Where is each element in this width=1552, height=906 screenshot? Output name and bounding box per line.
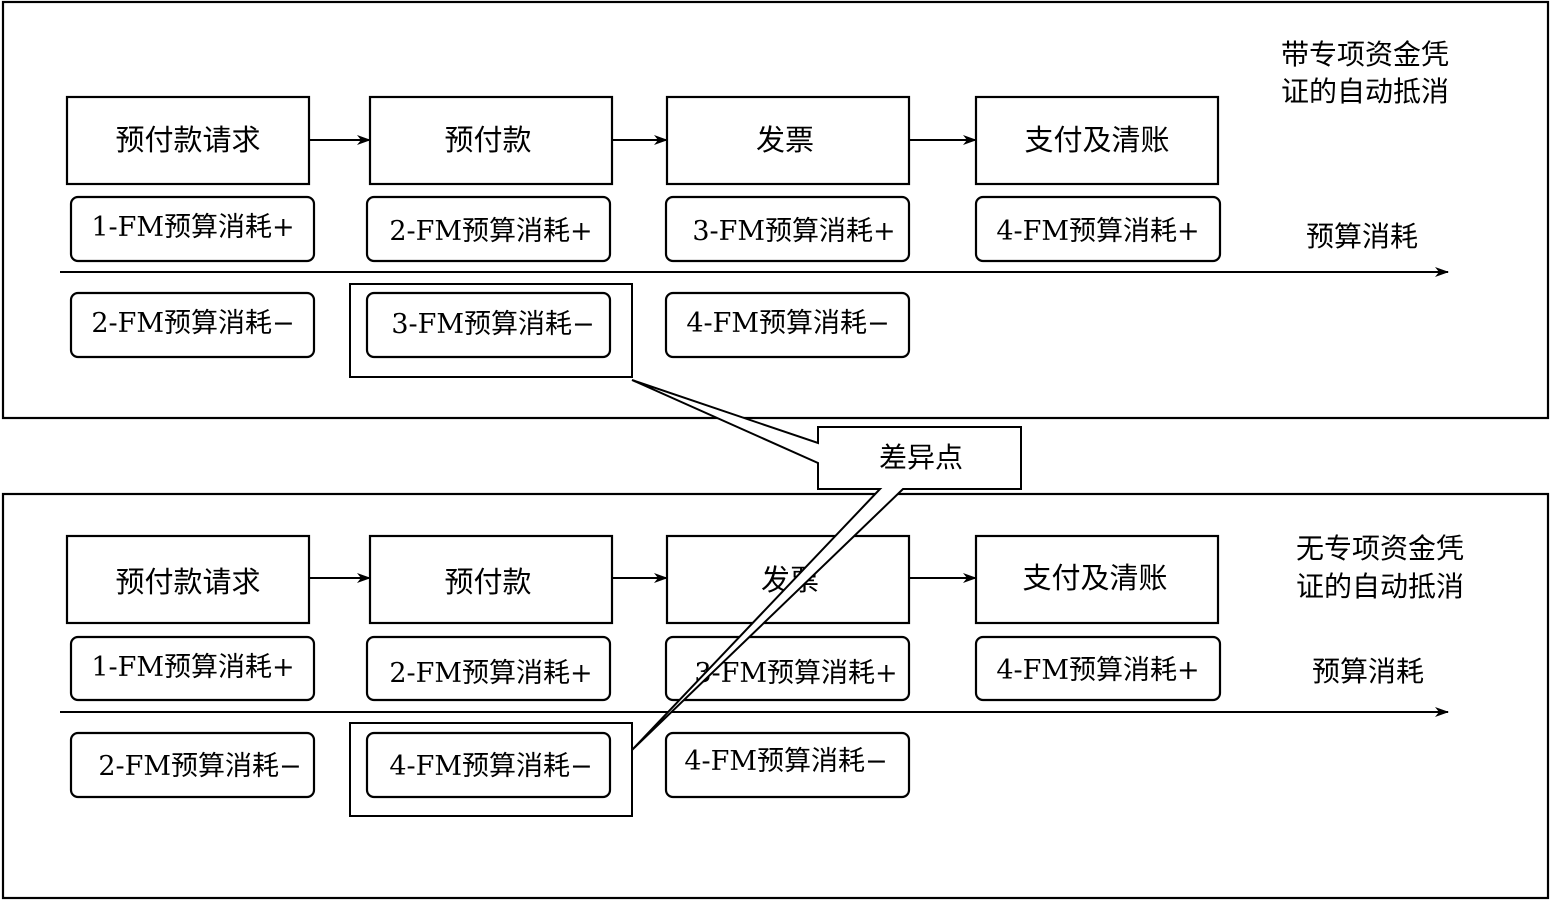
fm-minus-label: 4-FM预算消耗− [686,308,889,339]
process-step-label: 支付及清账 [1022,561,1167,595]
difference-highlight-frame [349,283,633,378]
fm-plus-label: 1-FM预算消耗+ [91,652,294,683]
process-step-label: 支付及清账 [1024,123,1169,157]
process-step: 发票 [665,534,911,625]
difference-highlight-frame [349,722,633,817]
fm-plus-box: 4-FM预算消耗+ [974,195,1222,263]
callout-label: 差异点 [879,441,963,474]
fm-plus-box: 4-FM预算消耗+ [974,635,1222,702]
fm-minus-box: 3-FM预算消耗− [365,291,612,359]
panel-bottom-title-line1: 无专项资金凭 [1296,532,1464,565]
fm-plus-label: 1-FM预算消耗+ [91,212,294,243]
panel-bottom-title-line2: 证的自动抵消 [1296,570,1464,603]
fm-minus-label: 3-FM预算消耗− [391,309,594,340]
fm-plus-box: 2-FM预算消耗+ [365,635,612,702]
fm-plus-label: 3-FM预算消耗+ [694,658,897,689]
axis-label: 预算消耗 [1312,655,1424,688]
difference-callout: 差异点 [631,379,1022,751]
panel-top: 带专项资金凭 证的自动抵消 预付款请求 预付款 发票 支付及清账 1-FM预算消… [1,0,1550,420]
fm-plus-box: 1-FM预算消耗+ [69,195,316,263]
fm-minus-box: 4-FM预算消耗− [664,731,911,799]
fm-plus-box: 1-FM预算消耗+ [69,635,316,702]
fm-plus-label: 2-FM预算消耗+ [389,658,592,689]
process-step-label: 预付款 [444,565,531,599]
fm-minus-box: 2-FM预算消耗− [69,291,316,359]
fm-plus-label: 3-FM预算消耗+ [692,216,895,247]
process-step: 支付及清账 [974,534,1220,625]
fm-minus-box: 4-FM预算消耗− [365,731,612,799]
fm-minus-box: 4-FM预算消耗− [664,291,911,359]
process-step: 预付款 [368,95,614,186]
fm-minus-label: 2-FM预算消耗− [98,751,301,782]
process-step-label: 发票 [756,123,814,157]
fm-minus-label: 4-FM预算消耗− [684,746,887,777]
process-step: 预付款 [368,534,614,625]
process-step: 预付款请求 [65,534,311,625]
fm-plus-label: 2-FM预算消耗+ [389,216,592,247]
fm-plus-label: 4-FM预算消耗+ [996,655,1199,686]
process-step-label: 预付款请求 [115,123,260,157]
process-step-label: 预付款请求 [115,565,260,599]
process-step: 预付款请求 [65,95,311,186]
fm-plus-box: 2-FM预算消耗+ [365,195,612,263]
axis-label: 预算消耗 [1306,220,1418,253]
fm-plus-box: 3-FM预算消耗+ [664,195,911,263]
fm-minus-label: 2-FM预算消耗− [91,308,294,339]
callout-bubble [631,379,1022,751]
panel-top-title-line1: 带专项资金凭 [1281,38,1449,71]
panel-top-title-line2: 证的自动抵消 [1281,75,1449,108]
process-step: 支付及清账 [974,95,1220,186]
fm-plus-box: 3-FM预算消耗+ [664,635,911,702]
fm-plus-label: 4-FM预算消耗+ [996,216,1199,247]
panel-bottom: 无专项资金凭 证的自动抵消 预付款请求 预付款 发票 支付及清账 1-FM预算消… [1,492,1550,900]
fm-minus-box: 2-FM预算消耗− [69,731,316,799]
process-step-label: 预付款 [444,123,531,157]
process-step: 发票 [665,95,911,186]
fm-minus-label: 4-FM预算消耗− [389,751,592,782]
